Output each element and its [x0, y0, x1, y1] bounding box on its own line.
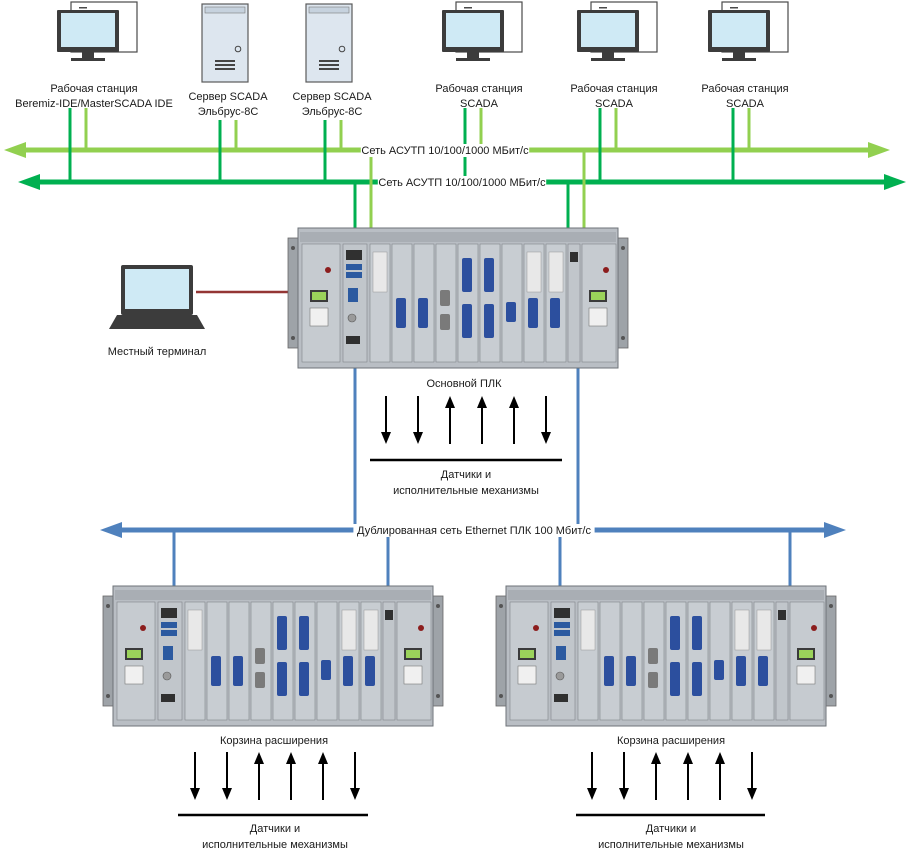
expansion-2-io-label: исполнительные механизмы: [598, 839, 744, 851]
workstation-icon: [441, 1, 523, 62]
workstation-label: Рабочая станция: [435, 83, 522, 95]
expansion-1-arrow-0-head: [190, 788, 200, 800]
main-plc-arrow-5-head: [541, 432, 551, 444]
asu-network-bottom-arrow-right: [884, 174, 906, 190]
server-label: Эльбрус-8С: [302, 106, 363, 118]
workstation-label: Beremiz-IDE/MasterSCADA IDE: [15, 98, 173, 110]
workstation-label: SCADA: [595, 98, 634, 110]
main-plc-rack: [287, 227, 629, 369]
workstation-icon: [576, 1, 658, 62]
asu-network-top-arrow-left: [4, 142, 26, 158]
workstation-label: Рабочая станция: [701, 83, 788, 95]
expansion-2-label: Корзина расширения: [617, 735, 725, 747]
workstation-icon: [707, 1, 789, 62]
expansion-rack-2: [495, 585, 837, 727]
workstation-label: Рабочая станция: [570, 83, 657, 95]
expansion-2-arrow-3-head: [683, 752, 693, 764]
expansion-2-arrow-4-head: [715, 752, 725, 764]
expansion-1-arrow-2-head: [254, 752, 264, 764]
local-terminal-label: Местный терминал: [108, 346, 207, 358]
expansion-rack-1: [102, 585, 444, 727]
expansion-2-io-label: Датчики и: [646, 823, 696, 835]
ethernet-network-arrow-left: [100, 522, 122, 538]
expansion-1-arrow-4-head: [318, 752, 328, 764]
main-plc-arrow-2-head: [445, 396, 455, 408]
main-plc-label: Основной ПЛК: [426, 378, 502, 390]
asu-network-bottom-arrow-left: [18, 174, 40, 190]
asu-network-bottom-label: Сеть АСУТП 10/100/1000 МБит/с: [378, 177, 546, 189]
expansion-1-arrow-1-head: [222, 788, 232, 800]
workstation-label: SCADA: [726, 98, 765, 110]
expansion-1-io-label: исполнительные механизмы: [202, 839, 348, 851]
server-icon: [305, 3, 353, 83]
expansion-2-arrow-1-head: [619, 788, 629, 800]
ethernet-network-label: Дублированная сеть Ethernet ПЛК 100 Мбит…: [357, 525, 591, 537]
ethernet-network-arrow-right: [824, 522, 846, 538]
main-plc-arrow-1-head: [413, 432, 423, 444]
expansion-2-arrow-0-head: [587, 788, 597, 800]
terminal-icon: [109, 265, 205, 329]
asu-network-top-label-bg: [360, 144, 530, 157]
asu-network-bottom-label-bg: [377, 176, 547, 189]
workstation-icon: [56, 1, 138, 62]
expansion-1-arrow-5-head: [350, 788, 360, 800]
server-icon: [201, 3, 249, 83]
server-label: Сервер SCADA: [292, 91, 372, 103]
workstation-label: Рабочая станция: [50, 83, 137, 95]
asu-network-top-arrow-right: [868, 142, 890, 158]
main-plc-arrow-0-head: [381, 432, 391, 444]
ethernet-network-label-bg: [353, 524, 595, 537]
asu-network-top-label: Сеть АСУТП 10/100/1000 МБит/с: [361, 145, 529, 157]
expansion-1-label: Корзина расширения: [220, 735, 328, 747]
main-plc-io-label: исполнительные механизмы: [393, 485, 539, 497]
server-label: Эльбрус-8С: [198, 106, 259, 118]
workstation-label: SCADA: [460, 98, 499, 110]
main-plc-arrow-4-head: [509, 396, 519, 408]
main-plc-arrow-3-head: [477, 396, 487, 408]
expansion-2-arrow-2-head: [651, 752, 661, 764]
main-plc-io-label: Датчики и: [441, 469, 491, 481]
expansion-2-arrow-5-head: [747, 788, 757, 800]
expansion-1-arrow-3-head: [286, 752, 296, 764]
server-label: Сервер SCADA: [188, 91, 268, 103]
expansion-1-io-label: Датчики и: [250, 823, 300, 835]
